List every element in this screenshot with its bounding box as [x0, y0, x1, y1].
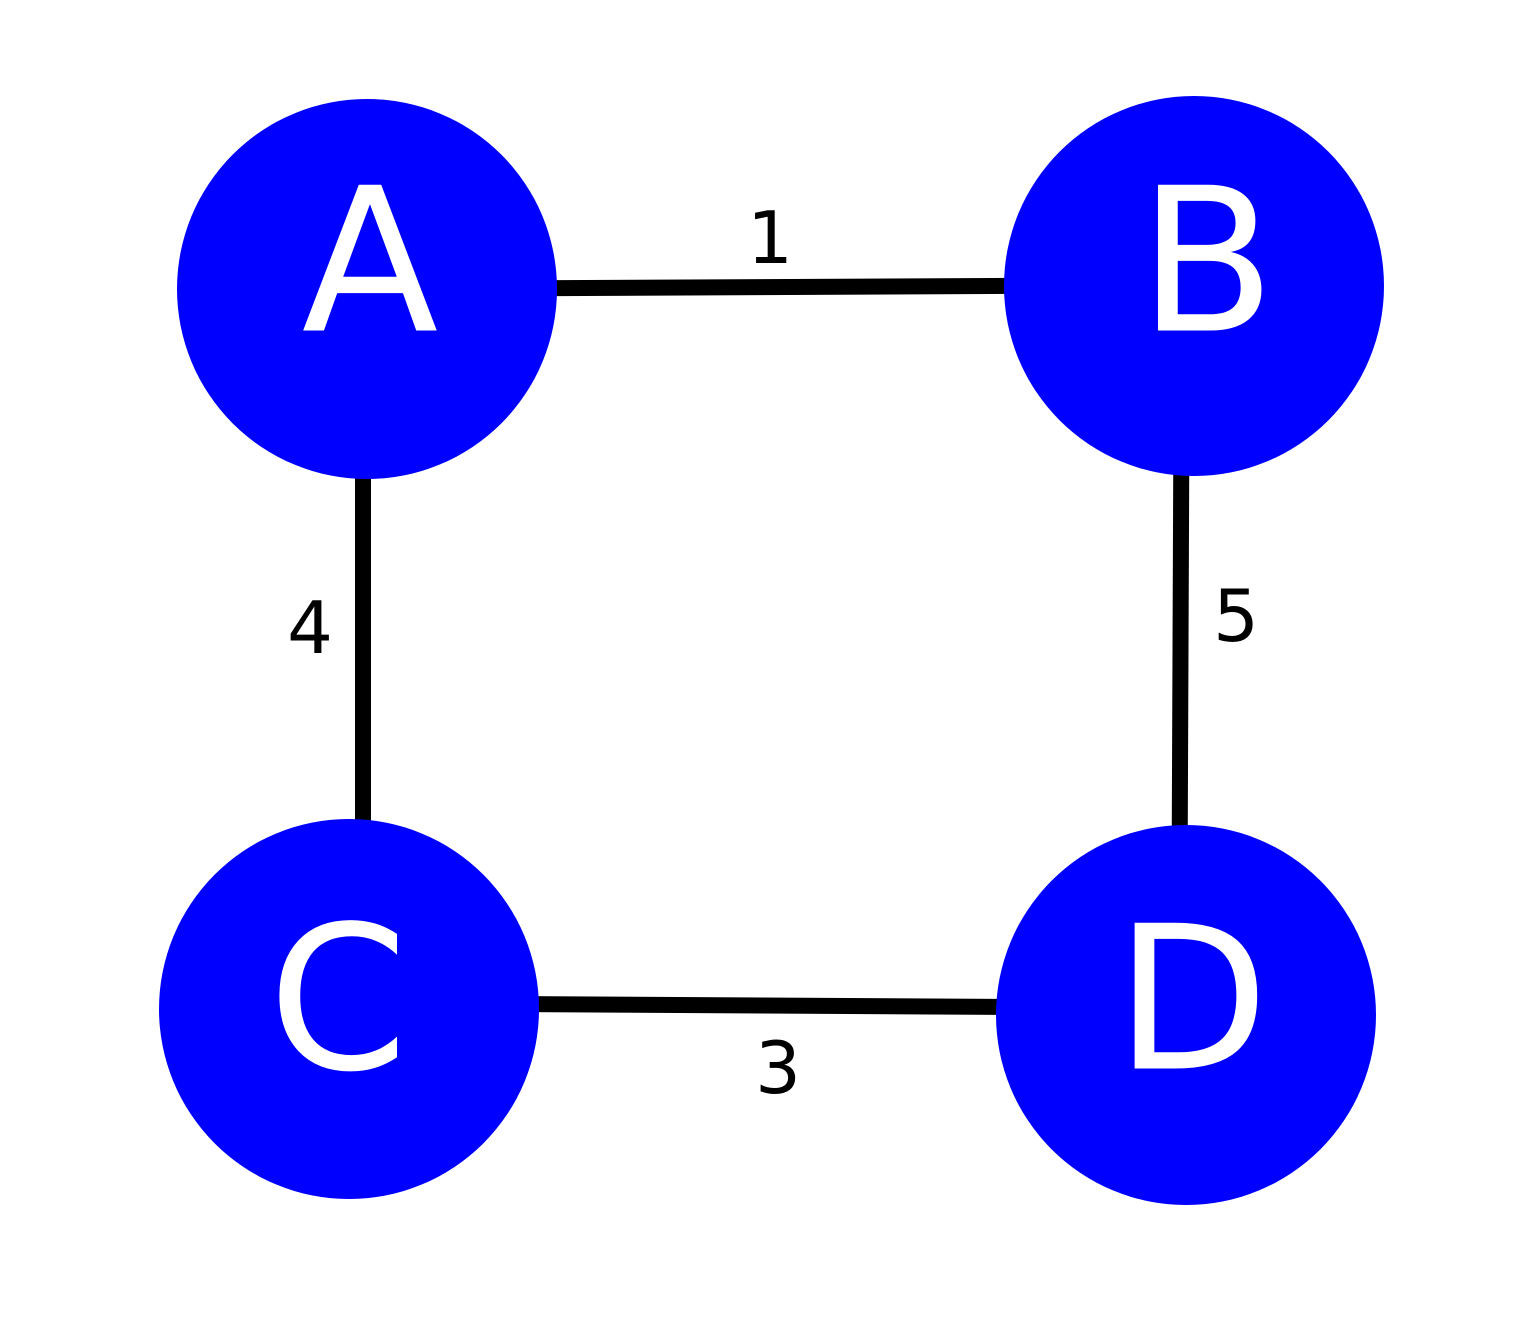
node-b-label: B [1138, 146, 1275, 379]
node-a-label: A [302, 146, 439, 379]
nodes-group: A B C D [159, 96, 1384, 1205]
edge-labels-group: 1 4 5 3 [287, 196, 1259, 1110]
node-c-circle [159, 819, 539, 1199]
edge-label-c-d: 3 [755, 1026, 801, 1110]
node-a: A [177, 99, 557, 479]
node-c: C [159, 819, 539, 1199]
edge-label-a-c: 4 [287, 586, 333, 670]
node-d-circle [996, 825, 1376, 1205]
node-d-label: D [1115, 884, 1269, 1117]
edge-label-a-b: 1 [747, 196, 793, 280]
node-b: B [1004, 96, 1384, 476]
edge-label-b-d: 5 [1213, 574, 1259, 658]
node-d: D [996, 825, 1376, 1205]
node-c-label: C [268, 884, 408, 1117]
node-b-circle [1004, 96, 1384, 476]
node-a-circle [177, 99, 557, 479]
